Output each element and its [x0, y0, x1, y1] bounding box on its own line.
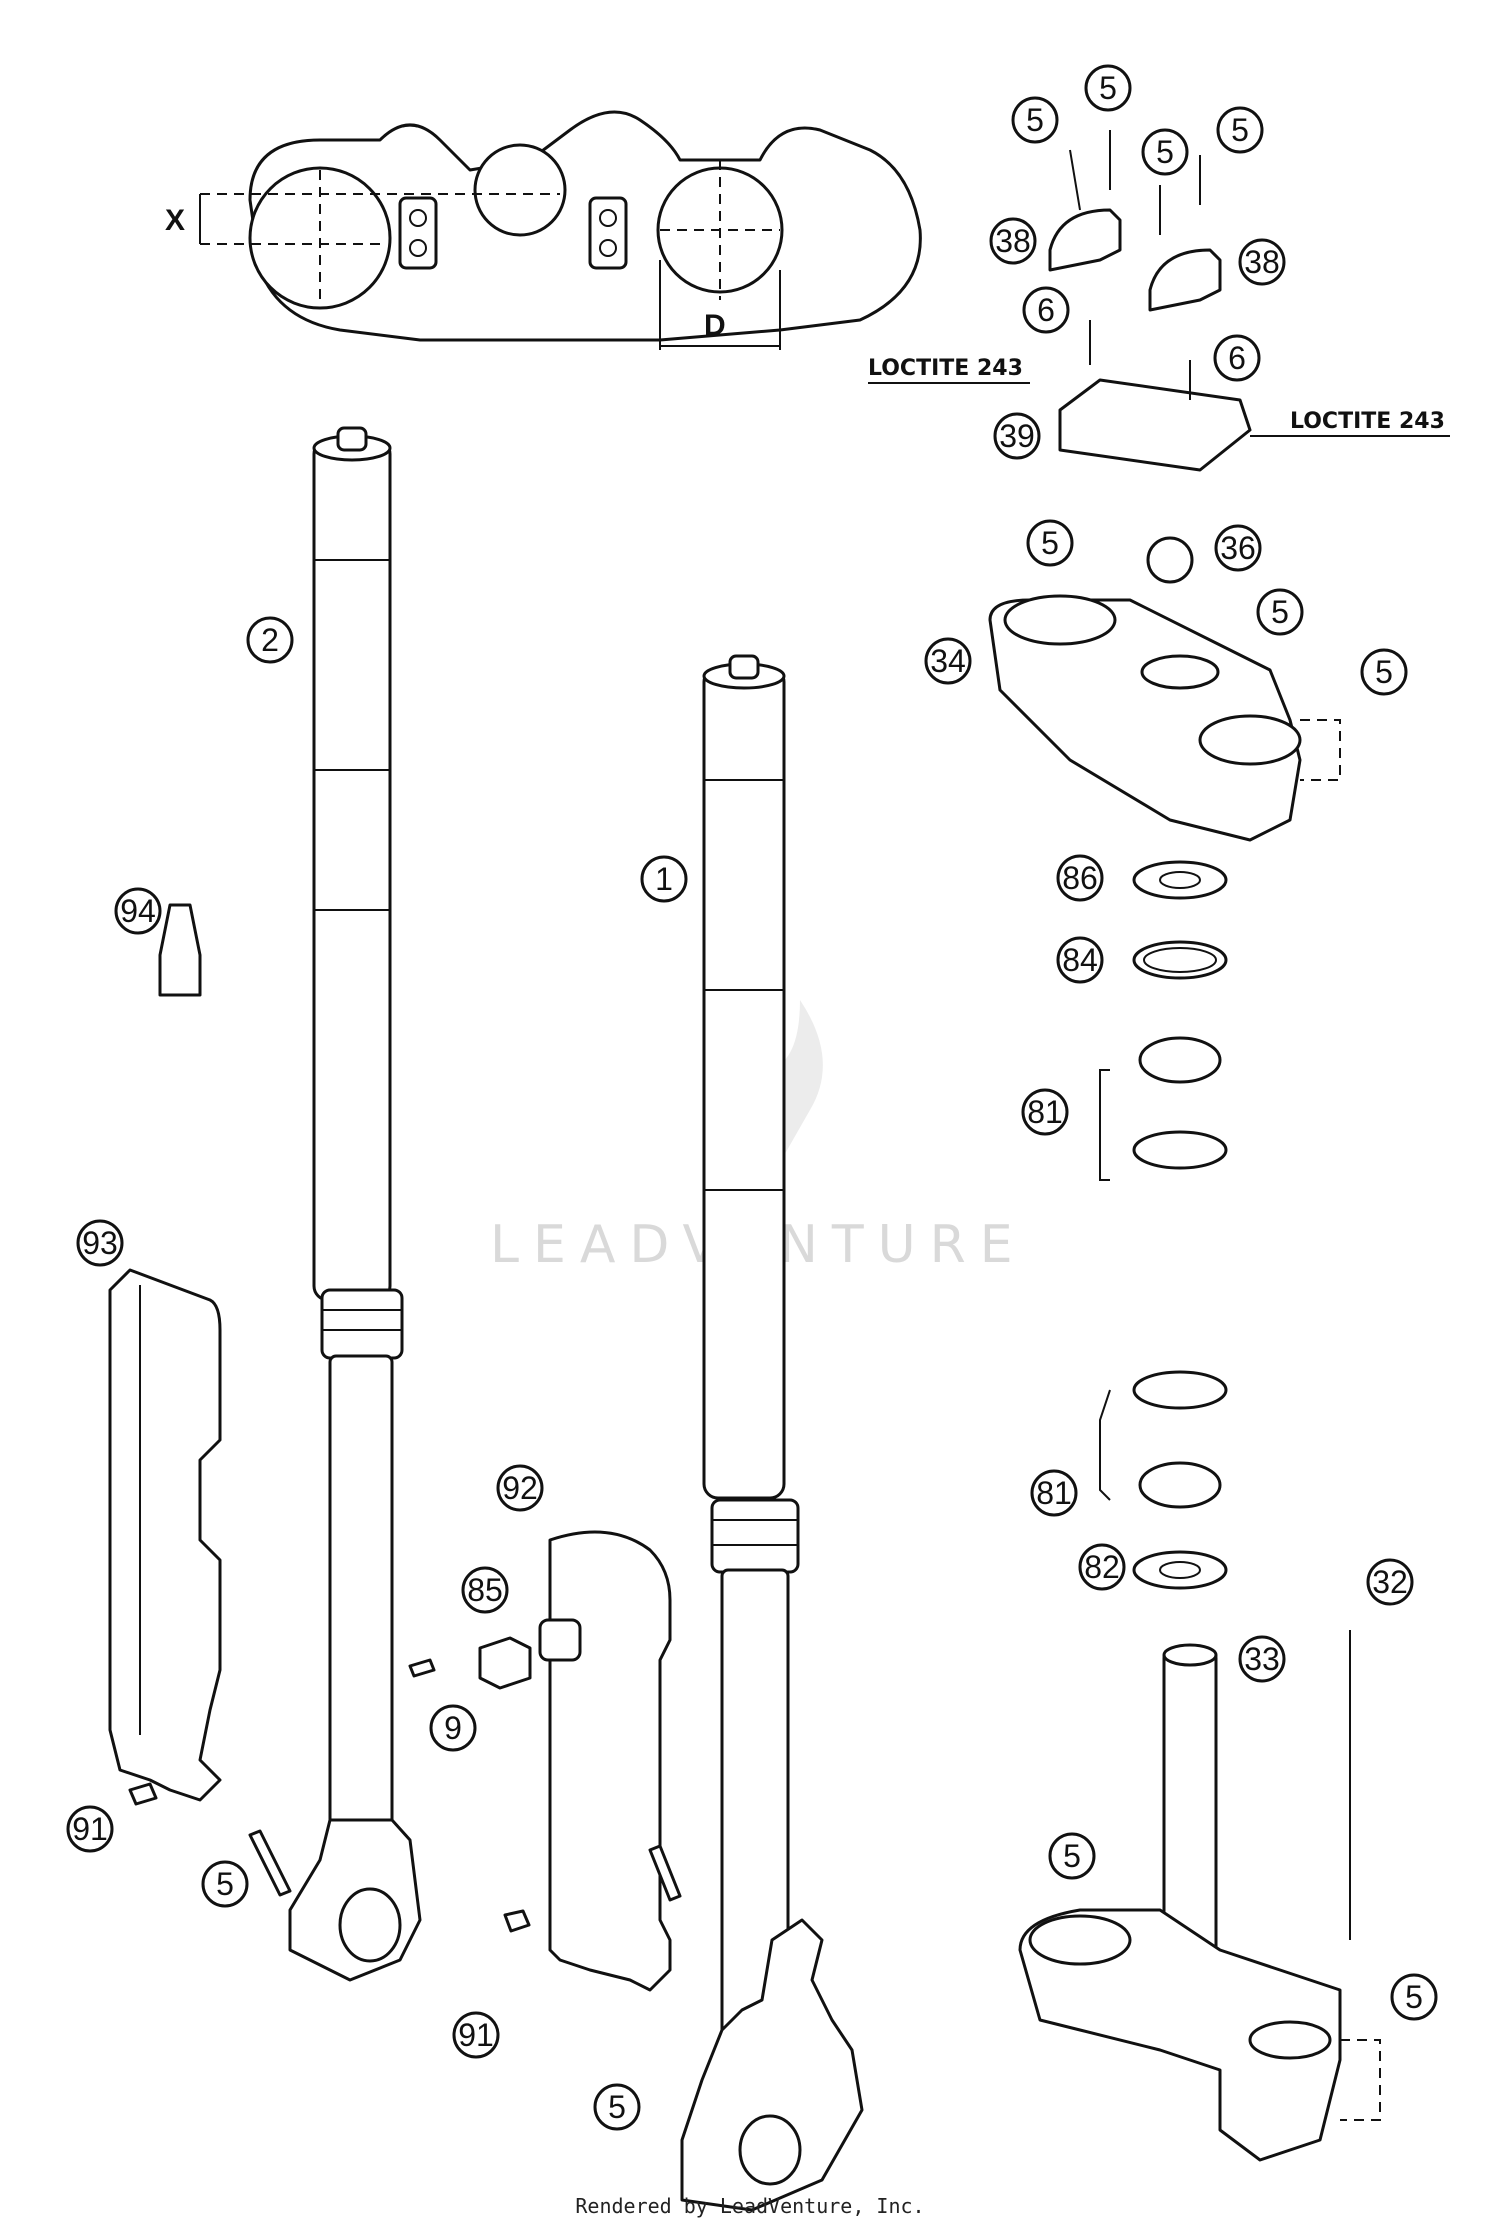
callout-85: 85 — [461, 1566, 509, 1614]
callout-38: 38 — [989, 217, 1037, 265]
svg-text:36: 36 — [1220, 530, 1256, 566]
callout-5: 5 — [1048, 1832, 1096, 1880]
svg-text:5: 5 — [1231, 112, 1249, 148]
svg-text:91: 91 — [72, 1811, 108, 1847]
loctite-label-left: LOCTITE 243 — [868, 356, 1030, 384]
svg-text:38: 38 — [995, 223, 1031, 259]
svg-text:5: 5 — [1026, 102, 1044, 138]
callout-81: 81 — [1021, 1088, 1069, 1136]
svg-text:93: 93 — [82, 1225, 118, 1261]
callout-84: 84 — [1056, 936, 1104, 984]
callout-9: 9 — [429, 1704, 477, 1752]
callout-5: 5 — [1256, 588, 1304, 636]
callout-33: 33 — [1238, 1635, 1286, 1683]
svg-text:5: 5 — [216, 1866, 234, 1902]
svg-text:5: 5 — [1099, 70, 1117, 106]
svg-text:85: 85 — [467, 1572, 503, 1608]
callout-6: 6 — [1022, 286, 1070, 334]
svg-text:6: 6 — [1228, 340, 1246, 376]
fork-leg-right — [680, 654, 864, 2212]
svg-text:84: 84 — [1062, 942, 1098, 978]
callout-94: 94 — [114, 887, 162, 935]
svg-text:82: 82 — [1084, 1549, 1120, 1585]
callout-32: 32 — [1366, 1558, 1414, 1606]
svg-text:33: 33 — [1244, 1641, 1280, 1677]
bearing-seal-stack — [1099, 860, 1228, 1590]
triple-clamp-dimension-view: X D — [165, 110, 922, 350]
svg-text:5: 5 — [1063, 1838, 1081, 1874]
callout-5: 5 — [1360, 648, 1408, 696]
svg-text:39: 39 — [999, 418, 1035, 454]
callout-86: 86 — [1056, 854, 1104, 902]
callout-6: 6 — [1213, 334, 1261, 382]
callout-5: 5 — [1011, 96, 1059, 144]
callout-91: 91 — [452, 2011, 500, 2059]
callout-5: 5 — [1084, 64, 1132, 112]
callout-1: 1 — [640, 855, 688, 903]
svg-text:5: 5 — [1271, 594, 1289, 630]
svg-text:1: 1 — [655, 861, 673, 897]
svg-text:9: 9 — [444, 1710, 462, 1746]
callout-5: 5 — [1141, 128, 1189, 176]
svg-text:81: 81 — [1027, 1094, 1063, 1130]
callout-92: 92 — [496, 1464, 544, 1512]
fork-leg-left — [288, 426, 422, 1982]
fork-guard-left — [108, 1268, 222, 1802]
svg-text:91: 91 — [458, 2017, 494, 2053]
clamp-85 — [478, 1636, 532, 1690]
callout-82: 82 — [1078, 1543, 1126, 1591]
loctite-bottle-94 — [158, 903, 202, 997]
svg-text:38: 38 — [1244, 244, 1280, 280]
svg-text:6: 6 — [1037, 292, 1055, 328]
svg-text:LOCTITE 243: LOCTITE 243 — [868, 356, 1023, 381]
svg-text:86: 86 — [1062, 860, 1098, 896]
dimension-d-label: D — [704, 309, 726, 342]
callout-34: 34 — [924, 637, 972, 685]
callout-2: 2 — [246, 616, 294, 664]
svg-text:92: 92 — [502, 1470, 538, 1506]
callout-91: 91 — [66, 1805, 114, 1853]
svg-text:34: 34 — [930, 643, 966, 679]
lower-triple-clamp — [1018, 1630, 1381, 2162]
callout-81: 81 — [1030, 1469, 1078, 1517]
fork-guard-right — [538, 1530, 672, 1992]
loctite-label-right: LOCTITE 243 — [1250, 409, 1450, 437]
callout-5: 5 — [1390, 1973, 1438, 2021]
svg-text:LOCTITE 243: LOCTITE 243 — [1290, 409, 1445, 434]
callout-5: 5 — [1026, 519, 1074, 567]
svg-text:5: 5 — [1041, 525, 1059, 561]
bolts-lower — [128, 1658, 682, 1933]
callout-5: 5 — [1216, 106, 1264, 154]
dimension-x-label: X — [165, 204, 185, 237]
callout-36: 36 — [1214, 524, 1262, 572]
handlebar-clamps — [1048, 130, 1252, 472]
callout-38: 38 — [1238, 238, 1286, 286]
footer-credit: Rendered by LeadVenture, Inc. — [575, 2194, 925, 2218]
svg-text:32: 32 — [1372, 1564, 1408, 1600]
svg-text:2: 2 — [261, 622, 279, 658]
svg-text:5: 5 — [1156, 134, 1174, 170]
svg-text:5: 5 — [1405, 1979, 1423, 2015]
svg-text:94: 94 — [120, 893, 156, 929]
callout-5: 5 — [593, 2083, 641, 2131]
callout-93: 93 — [76, 1219, 124, 1267]
svg-text:5: 5 — [1375, 654, 1393, 690]
callout-39: 39 — [993, 412, 1041, 460]
callout-5: 5 — [201, 1860, 249, 1908]
svg-text:81: 81 — [1036, 1475, 1072, 1511]
upper-triple-clamp — [988, 536, 1341, 842]
svg-text:5: 5 — [608, 2089, 626, 2125]
